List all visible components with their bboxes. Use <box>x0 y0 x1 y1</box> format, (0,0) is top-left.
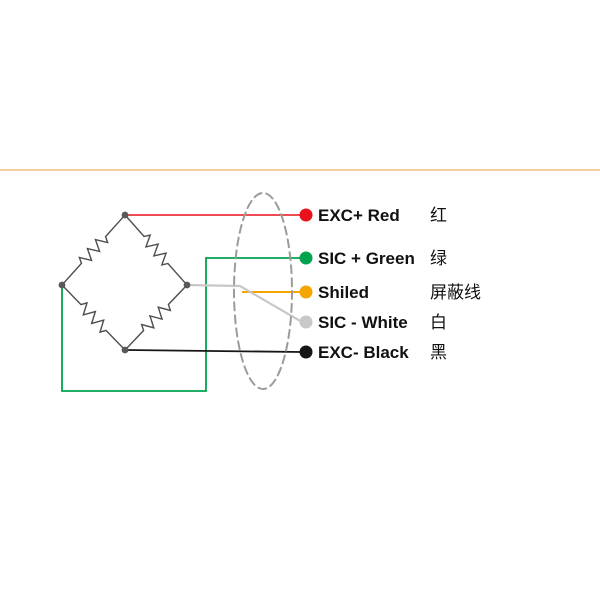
terminal-dot-sic-plus <box>299 251 313 265</box>
label-shield: Shiled <box>318 283 369 302</box>
bridge-node-bottom <box>121 346 129 354</box>
label-exc-minus: EXC- Black <box>318 343 409 362</box>
resistor-top-left <box>61 214 126 286</box>
label-shield-cn: 屏蔽线 <box>430 283 481 303</box>
terminal-dot-shield <box>299 285 313 299</box>
cable-sheath-ellipse <box>233 192 293 390</box>
label-sic-plus-cn: 绿 <box>430 249 447 269</box>
label-sic-minus-cn: 白 <box>430 313 447 333</box>
terminal-dot-exc-minus <box>299 345 313 359</box>
wire-sic-plus-green <box>61 257 302 392</box>
terminal-dot-exc-plus <box>299 208 313 222</box>
label-sic-plus: SIC + Green <box>318 249 415 268</box>
wire-exc-minus-black <box>124 349 303 353</box>
wheatstone-bridge <box>60 214 189 353</box>
bridge-nodes <box>58 211 191 354</box>
bridge-node-top <box>121 211 129 219</box>
label-exc-plus: EXC+ Red <box>318 206 400 225</box>
label-exc-plus-cn: 红 <box>430 206 447 226</box>
label-sic-minus: SIC - White <box>318 313 408 332</box>
resistor-top-right <box>124 214 188 286</box>
resistor-bottom-left <box>60 283 127 352</box>
label-exc-minus-cn: 黑 <box>430 343 447 363</box>
bridge-node-left <box>58 281 66 289</box>
wire-sic-minus-white <box>186 283 303 323</box>
resistor-bottom-right <box>123 282 189 353</box>
bridge-node-right <box>183 281 191 289</box>
terminal-dot-sic-minus <box>299 315 313 329</box>
